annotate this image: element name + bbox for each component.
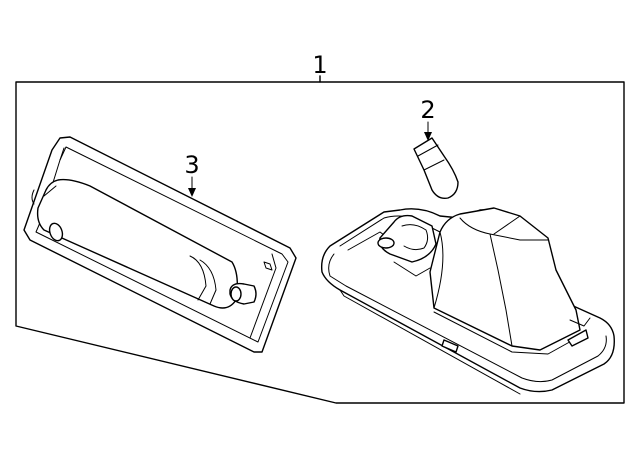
callout-2: 2 xyxy=(420,96,435,124)
callout-1: 1 xyxy=(312,51,327,79)
assembly-frame xyxy=(15,75,625,404)
housing-base-part xyxy=(320,207,615,395)
lens-cover-part xyxy=(23,136,297,353)
leader-arrow-3 xyxy=(188,176,196,197)
callout-3: 3 xyxy=(184,151,199,179)
leader-arrow-2 xyxy=(424,121,432,141)
bulb-part xyxy=(413,137,459,200)
